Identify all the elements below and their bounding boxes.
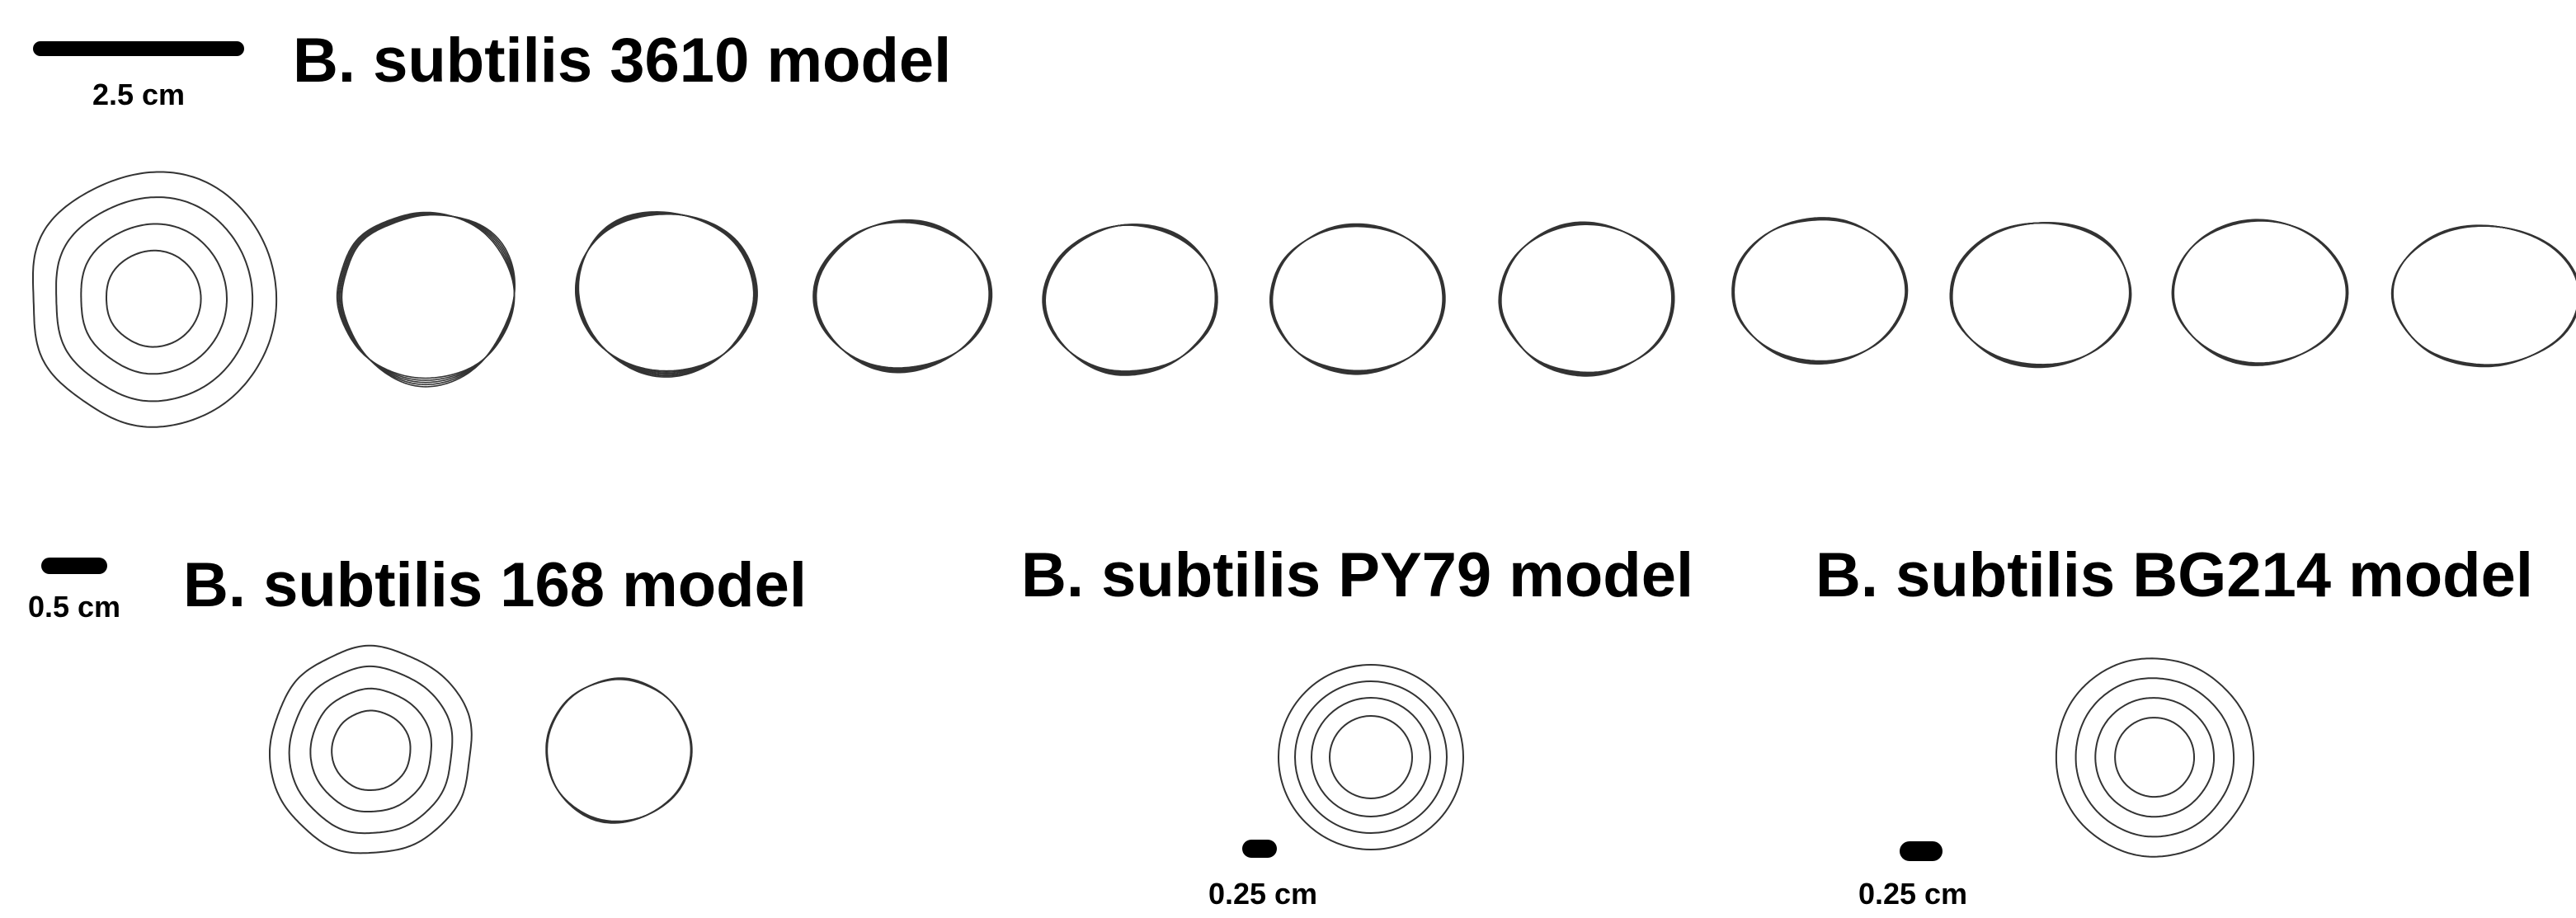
colony-3610-t2-contour-2 (337, 212, 516, 381)
colony-168-t1-contour-4 (269, 644, 473, 854)
colony-168-t2-contour-7 (546, 677, 692, 824)
scale-bar-py79 (1242, 840, 1277, 858)
colony-3610-t1-contour-2 (80, 223, 228, 375)
colony-py79-contour-2 (1311, 697, 1431, 817)
scale-bar-bg214 (1900, 841, 1943, 861)
colony-3610-t8-contour-7 (1733, 217, 1906, 365)
scale-label-bg214: 0.25 cm (1858, 877, 1968, 911)
colony-3610-t3-contour-6 (577, 211, 755, 378)
title-bg214: B. subtilis BG214 model (1815, 540, 2533, 610)
colony-3610-t1-contour-3 (55, 196, 254, 403)
colony-3610-t1-contour-4 (32, 171, 278, 428)
colony-168-t1-contour-2 (309, 687, 432, 812)
colony-py79-contour-3 (1294, 680, 1448, 834)
colony-3610-t6-contour-7 (1271, 223, 1443, 375)
scale-bar-168 (41, 558, 107, 574)
colony-3610-t4-contour-6 (815, 219, 990, 374)
colony-3610-t1-contour-1 (106, 249, 202, 348)
title-py79: B. subtilis PY79 model (1021, 540, 1694, 610)
colony-bg214-contour-1 (2114, 717, 2195, 798)
colony-168-t1-contour-1 (331, 709, 412, 791)
colony-3610-t9-contour-7 (1952, 222, 2131, 369)
colony-3610-t2-contour-5 (341, 214, 516, 388)
colony-3610-t2-contour-3 (338, 213, 516, 384)
scale-bar-3610 (33, 41, 244, 56)
title-168: B. subtilis 168 model (183, 550, 807, 620)
scale-label-py79: 0.25 cm (1208, 877, 1318, 911)
colony-3610-t10-contour-7 (2173, 219, 2348, 366)
colony-bg214-contour-2 (2094, 697, 2215, 818)
colony-3610-t5-contour-7 (1044, 224, 1217, 376)
colony-3610-t11-contour-7 (2392, 224, 2576, 368)
scale-label-3610: 2.5 cm (92, 78, 186, 111)
scale-label-168: 0.5 cm (27, 590, 121, 624)
colony-bg214-contour-4 (2055, 657, 2255, 858)
colony-3610-t2-contour-1 (336, 211, 516, 379)
colony-3610-t7-contour-7 (1500, 221, 1673, 377)
colony-bg214-contour-3 (2074, 677, 2235, 838)
colony-168-t1-contour-3 (288, 665, 454, 835)
title-3610: B. subtilis 3610 model (293, 26, 952, 96)
colony-py79-contour-4 (1278, 664, 1464, 850)
colony-3610-t2-contour-4 (340, 214, 516, 386)
colony-py79-contour-1 (1329, 715, 1413, 799)
